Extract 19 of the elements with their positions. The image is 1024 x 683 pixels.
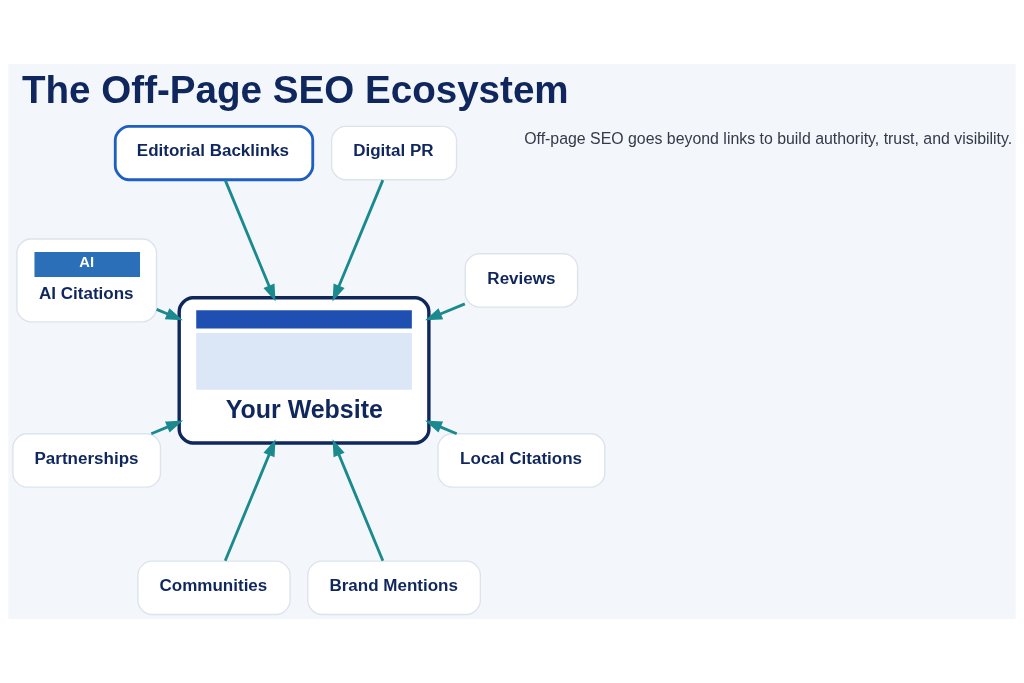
arrow [332, 179, 385, 302]
arrow [223, 179, 276, 302]
node-box: Local Citations [437, 433, 606, 488]
node-box: Communities [137, 560, 291, 616]
node-box: Your Website [177, 296, 431, 445]
arrow [223, 439, 276, 562]
diagram-title: The Off-Page SEO Ecosystem [21, 67, 569, 111]
node-box: Partnerships [12, 433, 162, 488]
arrow [425, 302, 466, 321]
node-box: Digital PR [330, 125, 458, 181]
node-box: Brand Mentions [307, 560, 481, 616]
node-box: Editorial Backlinks [113, 125, 315, 182]
arrow [156, 308, 183, 321]
label: Off-page SEO goes beyond links to build authority, trust, and visibility. [524, 130, 1013, 148]
node-box: AI AI Citations [16, 238, 158, 323]
node-box: Reviews [464, 253, 579, 308]
arrow [150, 420, 184, 435]
arrow [425, 420, 458, 435]
arrow [332, 439, 385, 562]
